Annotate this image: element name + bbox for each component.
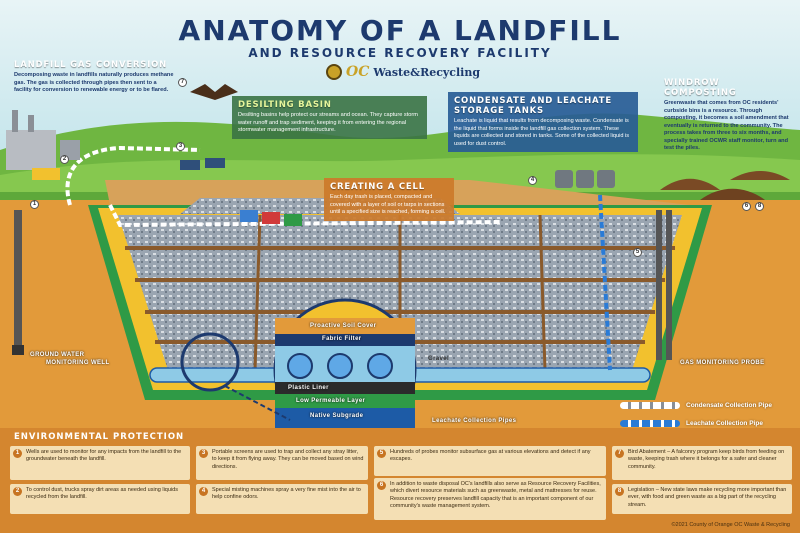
env-num-1: 1 [13,449,22,458]
env-num-4: 4 [199,487,208,496]
condensate-swatch [620,402,680,409]
env-title: ENVIRONMENTAL PROTECTION [14,432,185,442]
storage-tanks [555,170,615,188]
env-item-8: 8 Legislation – New state laws make recy… [612,484,792,514]
callout-6: 6 [742,202,751,211]
env-num-2: 2 [13,487,22,496]
env-num-6: 6 [377,481,386,490]
cell-title: CREATING A CELL [330,182,425,192]
condensate-section: CONDENSATE AND LEACHATE STORAGE TANKS Le… [448,92,638,153]
gas-body: Decomposing waste in landfills naturally… [14,72,174,94]
desilting-body: Desilting basins help protect our stream… [238,112,418,134]
callout-2: 2 [60,155,69,164]
env-item-5: 5 Hundreds of probes monitor subsurface … [374,446,606,476]
legend-leachate: Leachate Collection Pipe [620,420,763,427]
env-num-7: 7 [615,449,624,458]
env-text-5: Hundreds of probes monitor subsurface ga… [390,449,591,463]
callout-4: 4 [528,176,537,185]
env-num-3: 3 [199,449,208,458]
env-item-6: 6 In addition to waste disposal OC's lan… [374,478,606,520]
gas-section: LANDFILL GAS CONVERSION Decomposing wast… [14,60,174,95]
windrow-section: WINDROW COMPOSTING Greenwaste that comes… [664,78,790,153]
copyright: ©2021 County of Orange OC Waste & Recycl… [671,522,791,528]
legend-leachate-label: Leachate Collection Pipe [686,420,763,427]
condensate-pipe [65,145,501,228]
gas-probe-label: GAS MONITORING PROBE [680,360,765,366]
logo-text: Waste&Recycling [373,65,481,79]
falcon [190,84,238,100]
groundwater-label-2: MONITORING WELL [46,360,110,366]
gas-probe [656,210,672,360]
cell-section: CREATING A CELL Each day trash is placed… [324,178,454,221]
leachate-pipes-label: Leachate Collection Pipes [432,418,517,424]
gas-plant [6,110,80,170]
county-seal-icon [326,64,342,80]
legend-condensate: Condensate Collection Pipe [620,402,772,409]
env-item-7: 7 Bird Abatement – A falconry program ke… [612,446,792,480]
condensate-body: Leachate is liquid that results from dec… [454,118,630,147]
cell-body: Each day trash is placed, compacted and … [330,194,446,216]
zoom-source-circle [180,332,240,392]
callout-5: 5 [633,248,642,257]
env-text-4: Special misting machines spray a very fi… [212,487,361,501]
gravel-label: Gravel [428,356,450,362]
env-item-3: 3 Portable screens are used to trap and … [196,446,368,480]
env-item-2: 2 To control dust, trucks spray dirt are… [10,484,190,514]
windrow-title: WINDROW COMPOSTING [664,78,737,98]
page-title: ANATOMY OF A LANDFILL [178,14,622,47]
soil-cover-label: Proactive Soil Cover [310,323,377,329]
low-permeable-label: Low Permeable Layer [296,398,366,404]
env-text-1: Wells are used to monitor for any impact… [26,449,182,463]
solar-panels [180,158,225,170]
groundwater-label: GROUND WATER [30,352,85,358]
windrow-piles [660,171,790,200]
callout-3: 3 [176,142,185,151]
callout-8: 8 [755,202,764,211]
zoom-connector [224,385,291,421]
compaction-trucks [240,210,302,226]
native-subgrade-label: Native Subgrade [310,413,364,419]
env-text-3: Portable screens are used to trap and co… [212,449,364,470]
water-truck [32,168,60,180]
legend-condensate-label: Condensate Collection Pipe [686,402,772,409]
logo-oc: OC [346,64,370,80]
liner-magnifier [273,298,417,442]
callout-7: 7 [178,78,187,87]
env-num-5: 5 [377,449,386,458]
desilting-section: DESILTING BASIN Desilting basins help pr… [232,96,427,139]
env-text-8: Legislation – New state laws make recycl… [628,487,787,508]
callout-1: 1 [30,200,39,209]
plastic-liner-label: Plastic Liner [288,385,329,391]
env-text-2: To control dust, trucks spray dirt areas… [26,487,178,501]
env-item-4: 4 Special misting machines spray a very … [196,484,368,514]
page-subtitle: AND RESOURCE RECOVERY FACILITY [248,46,552,60]
leachate-swatch [620,420,680,427]
condensate-title: CONDENSATE AND LEACHATE STORAGE TANKS [454,96,612,116]
env-num-8: 8 [615,487,624,496]
fabric-filter-label: Fabric Filter [322,336,362,342]
leachate-pipe-vertical [598,194,612,371]
env-text-6: In addition to waste disposal OC's landf… [390,481,601,510]
groundwater-well [12,210,24,355]
desilting-title: DESILTING BASIN [238,100,332,110]
gas-title: LANDFILL GAS CONVERSION [14,60,168,70]
env-item-1: 1 Wells are used to monitor for any impa… [10,446,190,480]
env-text-7: Bird Abatement – A falconry program keep… [628,449,785,470]
windrow-body: Greenwaste that comes from OC residents'… [664,100,789,152]
ocwr-logo: OC Waste&Recycling [326,62,486,82]
